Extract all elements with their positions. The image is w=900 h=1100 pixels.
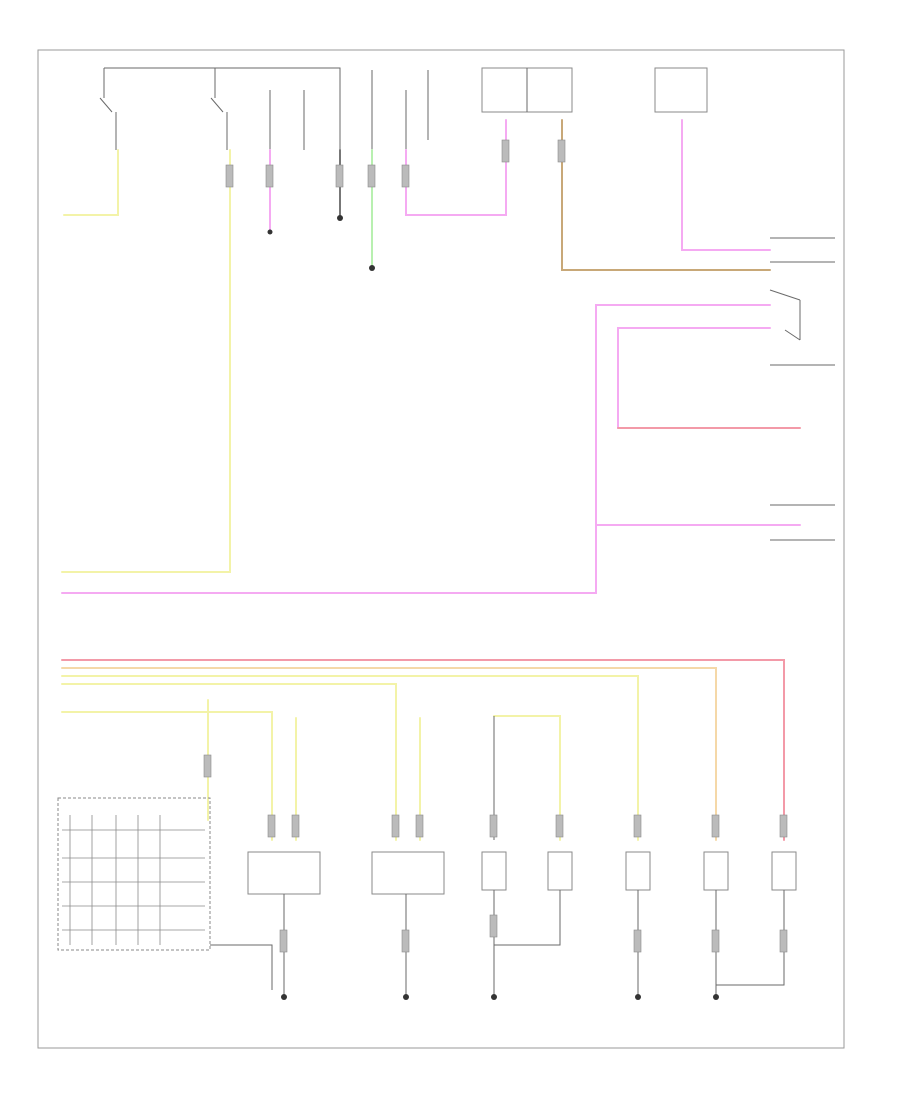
ground-bottom-2 — [403, 994, 409, 1000]
ground-bottom-1 — [281, 994, 287, 1000]
connector-c3 — [335, 164, 344, 188]
bus-yellow-branch-4 — [493, 715, 561, 841]
diagram-border — [37, 49, 845, 1049]
wire-pink-right — [681, 119, 771, 251]
connector-b8 — [633, 814, 642, 838]
connector-b3 — [291, 814, 300, 838]
wire-pink-u — [405, 119, 507, 216]
wire-pink-mid-2 — [617, 327, 771, 429]
connector-l1 — [279, 929, 288, 953]
connector-l3 — [489, 914, 498, 938]
connector-b2 — [267, 814, 276, 838]
ground-bottom-3 — [491, 994, 497, 1000]
connector-b4 — [391, 814, 400, 838]
module-box-2 — [371, 851, 445, 895]
ground-top-2 — [369, 265, 375, 271]
wire-yellow-long — [61, 149, 231, 573]
lamp-box-3 — [625, 851, 651, 891]
connector-l4 — [633, 929, 642, 953]
connector-l6 — [779, 929, 788, 953]
switch-block-grid — [62, 815, 205, 945]
connector-l2 — [401, 929, 410, 953]
connector-b7 — [555, 814, 564, 838]
ground-lead-3 — [493, 890, 561, 995]
right-bracket-3 — [770, 504, 835, 541]
lamp-box-2 — [547, 851, 573, 891]
connector-c2 — [265, 164, 274, 188]
connector-l5 — [711, 929, 720, 953]
right-bracket-1 — [770, 237, 835, 263]
connector-c6 — [501, 139, 510, 163]
connector-c7 — [557, 139, 566, 163]
top-feed-bus — [104, 67, 341, 215]
module-box-1 — [247, 851, 321, 895]
connector-b9 — [711, 814, 720, 838]
bus-yellow-1 — [61, 675, 639, 841]
lamp-box-1 — [481, 851, 507, 891]
switch-block-output — [210, 944, 273, 990]
wire-pink-mid — [595, 304, 771, 581]
bus-yellow-2 — [61, 683, 397, 841]
connector-c5 — [401, 164, 410, 188]
ground-bottom-5 — [713, 994, 719, 1000]
relay-switch — [769, 289, 801, 341]
lamp-box-4 — [703, 851, 729, 891]
switch-contact-2 — [210, 97, 228, 150]
switch-contact-1 — [99, 97, 117, 150]
connector-b1 — [203, 754, 212, 778]
switch-block — [57, 797, 211, 951]
connector-b10 — [779, 814, 788, 838]
bus-yellow-3 — [61, 711, 273, 841]
connector-c1 — [225, 164, 234, 188]
wire-tan — [561, 119, 771, 271]
bus-red — [61, 659, 785, 841]
lamp-box-5 — [771, 851, 797, 891]
wire-yellow-left — [63, 149, 119, 216]
ground-top-1 — [337, 215, 343, 221]
ground-top-3 — [267, 229, 273, 235]
wire-pink-bottom — [61, 524, 597, 594]
ground-lead-5 — [715, 890, 785, 995]
module-block-2 — [654, 67, 708, 113]
connector-b5 — [415, 814, 424, 838]
connector-c4 — [367, 164, 376, 188]
connector-b6 — [489, 814, 498, 838]
bus-orange — [61, 667, 717, 841]
ground-bottom-4 — [635, 994, 641, 1000]
